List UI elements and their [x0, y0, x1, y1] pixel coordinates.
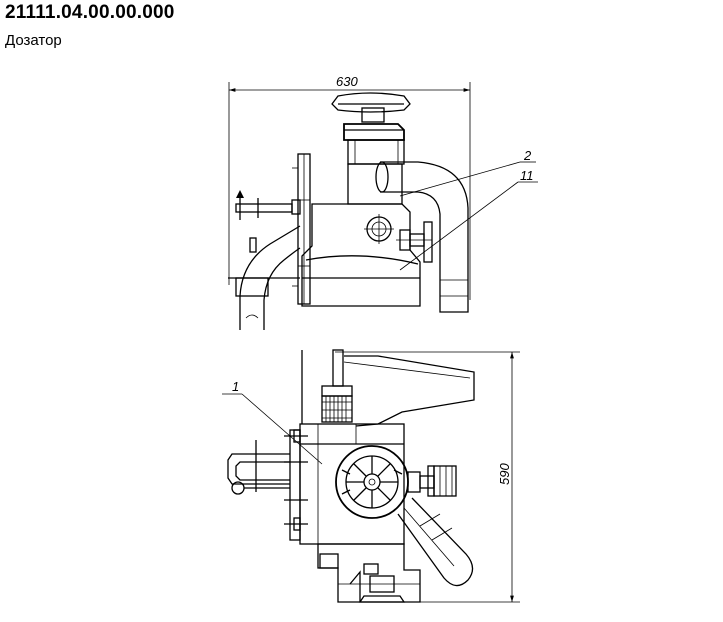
drawing-code: 21111.04.00.00.000 — [5, 2, 175, 23]
left-handle — [227, 440, 290, 495]
height-dimension-label: 590 — [497, 463, 512, 485]
width-dimension-label: 630 — [336, 74, 358, 89]
callout-11: 11 — [399, 168, 538, 271]
base-block — [317, 543, 421, 603]
left-outlet — [228, 225, 301, 330]
callout-1-label: 1 — [232, 379, 239, 394]
side-valve — [396, 221, 433, 263]
drawing-name: Дозатор — [5, 32, 62, 49]
callout-1: 1 — [222, 379, 323, 465]
left-arm — [235, 190, 293, 253]
height-dimension: 590 — [335, 351, 520, 603]
front-view: 590 — [222, 349, 520, 603]
top-view: 630 — [228, 74, 538, 330]
dispenser-body-top — [301, 163, 421, 307]
knurled-knob — [321, 349, 353, 423]
side-nozzle — [407, 465, 457, 497]
width-dimension: 630 — [228, 74, 471, 300]
bent-pipe — [375, 161, 469, 313]
callout-2-label: 2 — [523, 148, 532, 163]
callout-11-label: 11 — [520, 168, 534, 183]
callout-2: 2 — [399, 148, 536, 197]
discharge-pipe — [397, 497, 474, 587]
handwheel — [331, 92, 411, 165]
top-lever — [343, 355, 475, 427]
rotor-disk — [335, 445, 409, 519]
